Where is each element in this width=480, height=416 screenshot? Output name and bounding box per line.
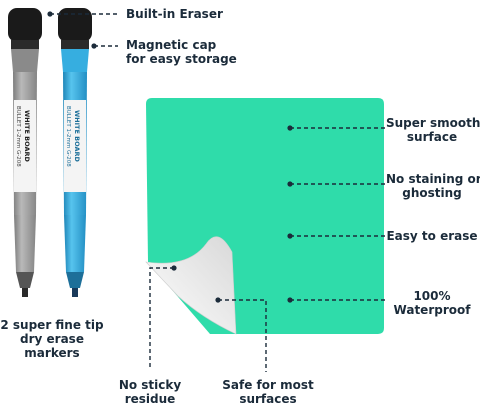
- label-fine-tip-markers: 2 super fine tip dry erase markers: [0, 318, 104, 360]
- label-waterproof: 100% Waterproof: [393, 289, 471, 317]
- blue-marker-print: WHITE BOARD BULLET 1-2mm G-208: [65, 106, 81, 167]
- label-magnetic-cap: Magnetic cap for easy storage: [126, 38, 237, 66]
- gray-marker-eraser-cap: [8, 8, 42, 42]
- label-safe-surfaces: Safe for most surfaces: [222, 378, 314, 406]
- gray-marker-print: WHITE BOARD BULLET 1-2mm G-208: [15, 106, 31, 167]
- label-super-smooth: Super smooth surface: [386, 116, 480, 144]
- label-built-in-eraser: Built-in Eraser: [126, 7, 223, 21]
- label-no-sticky-residue: No sticky residue: [118, 378, 182, 406]
- gray-marker-label: [14, 100, 36, 192]
- gray-marker-tip: [22, 288, 28, 297]
- blue-marker-brand-text: WHITE BOARD: [73, 110, 81, 163]
- peeled-corner: [145, 236, 237, 335]
- gray-marker-model-text: BULLET 1-2mm G-208: [15, 106, 21, 167]
- gray-marker-cap: [11, 49, 39, 72]
- leaders: [47, 11, 386, 372]
- blue-marker: [58, 8, 92, 297]
- gray-marker: [8, 8, 42, 297]
- blue-marker-eraser-cap: [58, 8, 92, 42]
- label-no-staining: No staining or ghosting: [386, 172, 480, 200]
- blue-marker-tip: [72, 288, 78, 297]
- whiteboard-sheet: [145, 98, 384, 335]
- blue-marker-cap: [61, 49, 89, 72]
- gray-marker-brand-text: WHITE BOARD: [23, 110, 31, 163]
- label-easy-to-erase: Easy to erase: [386, 229, 478, 243]
- blue-marker-model-text: BULLET 1-2mm G-208: [65, 106, 71, 167]
- blue-marker-label: [64, 100, 86, 192]
